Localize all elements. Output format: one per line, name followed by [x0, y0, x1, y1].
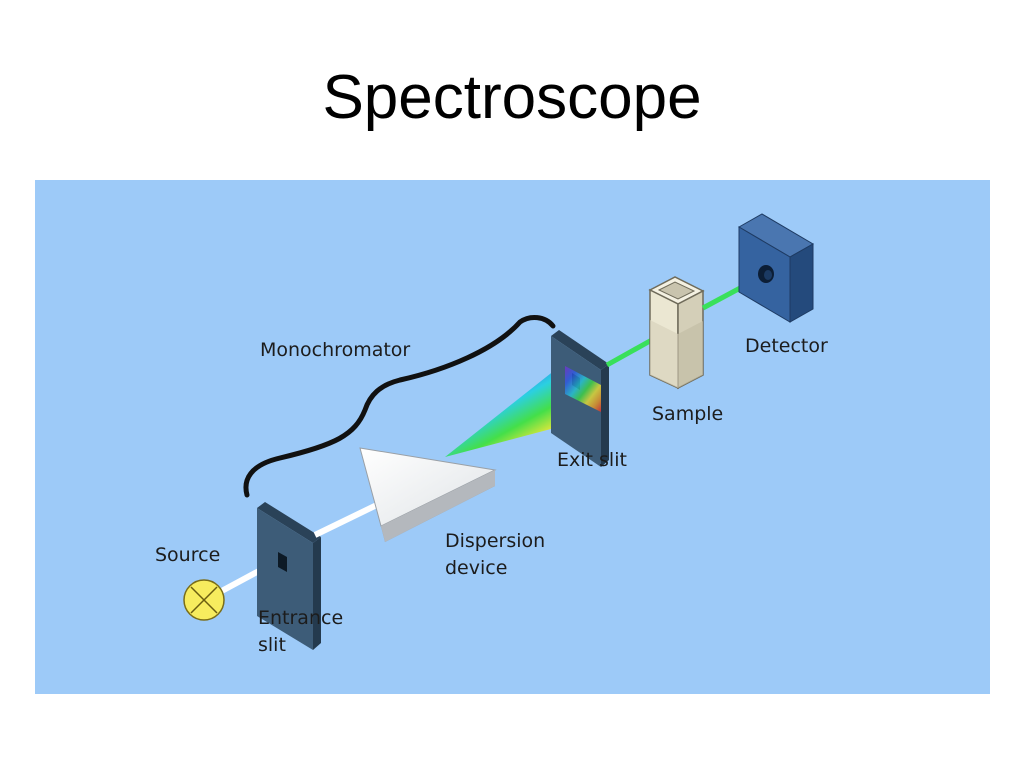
slide-title: Spectroscope — [322, 63, 702, 132]
sample-cuvette — [648, 276, 705, 390]
label-dispersion-device-line2: device — [445, 557, 507, 579]
spectrum-on-slit — [565, 366, 601, 412]
spectroscope-diagram: Monochromator Source Entrance slit Dispe… — [35, 180, 990, 694]
label-entrance-slit-line1: Entrance — [258, 607, 343, 629]
label-monochromator: Monochromator — [260, 339, 410, 361]
label-detector: Detector — [745, 335, 828, 357]
label-source: Source — [155, 544, 220, 566]
label-exit-slit: Exit slit — [557, 449, 627, 471]
source-bulb — [183, 579, 225, 621]
label-sample: Sample — [652, 403, 723, 425]
spectroscope-svg: Monochromator Source Entrance slit Dispe… — [35, 180, 990, 694]
monochromator-brace — [243, 315, 556, 498]
label-dispersion-device-line1: Dispersion — [445, 530, 545, 552]
label-entrance-slit-line2: slit — [258, 634, 286, 656]
white-beam-prism — [313, 497, 389, 538]
dispersion-prism — [359, 447, 497, 542]
entrance-slit — [257, 502, 321, 650]
detector-box — [737, 213, 815, 323]
